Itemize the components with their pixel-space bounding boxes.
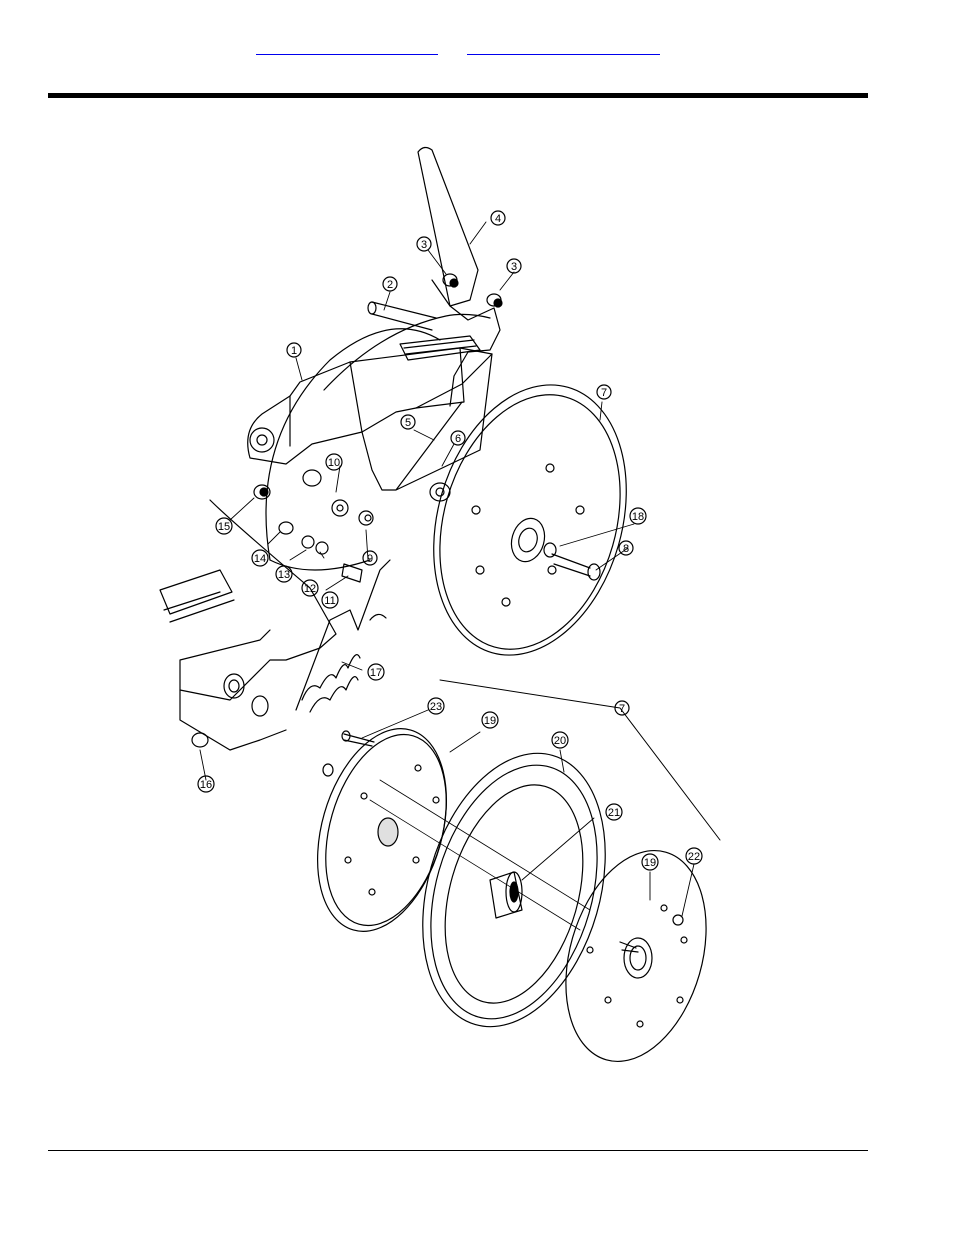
- svg-text:5: 5: [405, 417, 411, 429]
- tension-spring: [295, 559, 391, 713]
- bolt-23: [322, 730, 375, 777]
- svg-text:22: 22: [688, 851, 700, 863]
- callout-10: 10: [325, 453, 343, 471]
- callout-7-upper: 7: [596, 384, 612, 400]
- header-links: [0, 40, 954, 56]
- svg-text:7: 7: [619, 703, 625, 715]
- pin-part: [367, 301, 437, 331]
- svg-text:6: 6: [455, 433, 461, 445]
- callout-16: 16: [197, 775, 215, 793]
- callout-7-lower: 7: [614, 700, 630, 716]
- svg-text:9: 9: [367, 553, 373, 565]
- callout-13: 13: [275, 565, 293, 583]
- svg-text:11: 11: [324, 595, 335, 607]
- svg-text:14: 14: [254, 553, 266, 565]
- callout-3a: 3: [416, 236, 432, 252]
- svg-text:1: 1: [291, 345, 297, 357]
- arm-frame: [247, 313, 493, 491]
- callout-3b: 3: [506, 258, 522, 274]
- callout-20: 20: [551, 731, 569, 749]
- svg-text:17: 17: [370, 667, 382, 679]
- svg-text:19: 19: [484, 715, 496, 727]
- svg-text:15: 15: [218, 521, 230, 533]
- callout-12: 12: [301, 579, 319, 597]
- callout-9: 9: [362, 550, 378, 566]
- rear-plate: [265, 328, 441, 571]
- header-link-1[interactable]: [256, 40, 438, 55]
- svg-text:7: 7: [601, 387, 607, 399]
- callout-bubbles: 4 3 3 2 1 7 5 6 10 18 15 8 14 9 13 12 11…: [197, 210, 703, 871]
- svg-text:16: 16: [200, 779, 212, 791]
- bushing-parts: [442, 273, 503, 308]
- callout-19-right: 19: [641, 853, 659, 871]
- wheel-disc-left: [316, 728, 448, 932]
- callout-11: 11: [321, 591, 339, 609]
- callout-21: 21: [605, 803, 623, 821]
- callout-5: 5: [400, 414, 416, 430]
- callout-4: 4: [490, 210, 506, 226]
- svg-text:21: 21: [608, 807, 620, 819]
- callout-15: 15: [215, 517, 233, 535]
- leader-lines: [199, 221, 695, 917]
- callout-19-left: 19: [481, 711, 499, 729]
- parts-diagram: 4 3 3 2 1 7 5 6 10 18 15 8 14 9 13 12 11…: [150, 140, 725, 1080]
- svg-text:13: 13: [278, 569, 290, 581]
- svg-text:8: 8: [623, 543, 629, 555]
- svg-text:10: 10: [328, 457, 340, 469]
- wheel-disc-right: [565, 850, 707, 1062]
- callout-8: 8: [618, 540, 634, 556]
- bolt-parts: [543, 542, 601, 581]
- svg-text:19: 19: [644, 857, 656, 869]
- callout-22: 22: [685, 847, 703, 865]
- hardware-stack: [253, 469, 451, 583]
- gauge-wheel: [433, 384, 627, 656]
- svg-text:12: 12: [304, 583, 316, 595]
- footer-rule: [48, 1150, 868, 1151]
- callout-23: 23: [427, 697, 445, 715]
- header-link-2[interactable]: [467, 40, 660, 55]
- svg-text:23: 23: [430, 701, 442, 713]
- svg-text:3: 3: [421, 239, 427, 251]
- handle-lever: [417, 146, 501, 407]
- wheel-hub: [369, 779, 591, 931]
- svg-text:20: 20: [554, 735, 566, 747]
- wheel-tire: [422, 752, 606, 1028]
- callout-17: 17: [367, 663, 385, 681]
- svg-text:4: 4: [495, 213, 501, 225]
- header-rule: [48, 93, 868, 98]
- callout-1: 1: [286, 342, 302, 358]
- callout-6: 6: [450, 430, 466, 446]
- callout-2: 2: [382, 276, 398, 292]
- svg-text:18: 18: [632, 511, 644, 523]
- svg-text:2: 2: [387, 279, 393, 291]
- callout-14: 14: [251, 549, 269, 567]
- callout-18: 18: [629, 507, 647, 525]
- mount-bracket: [159, 499, 337, 751]
- svg-text:3: 3: [511, 261, 517, 273]
